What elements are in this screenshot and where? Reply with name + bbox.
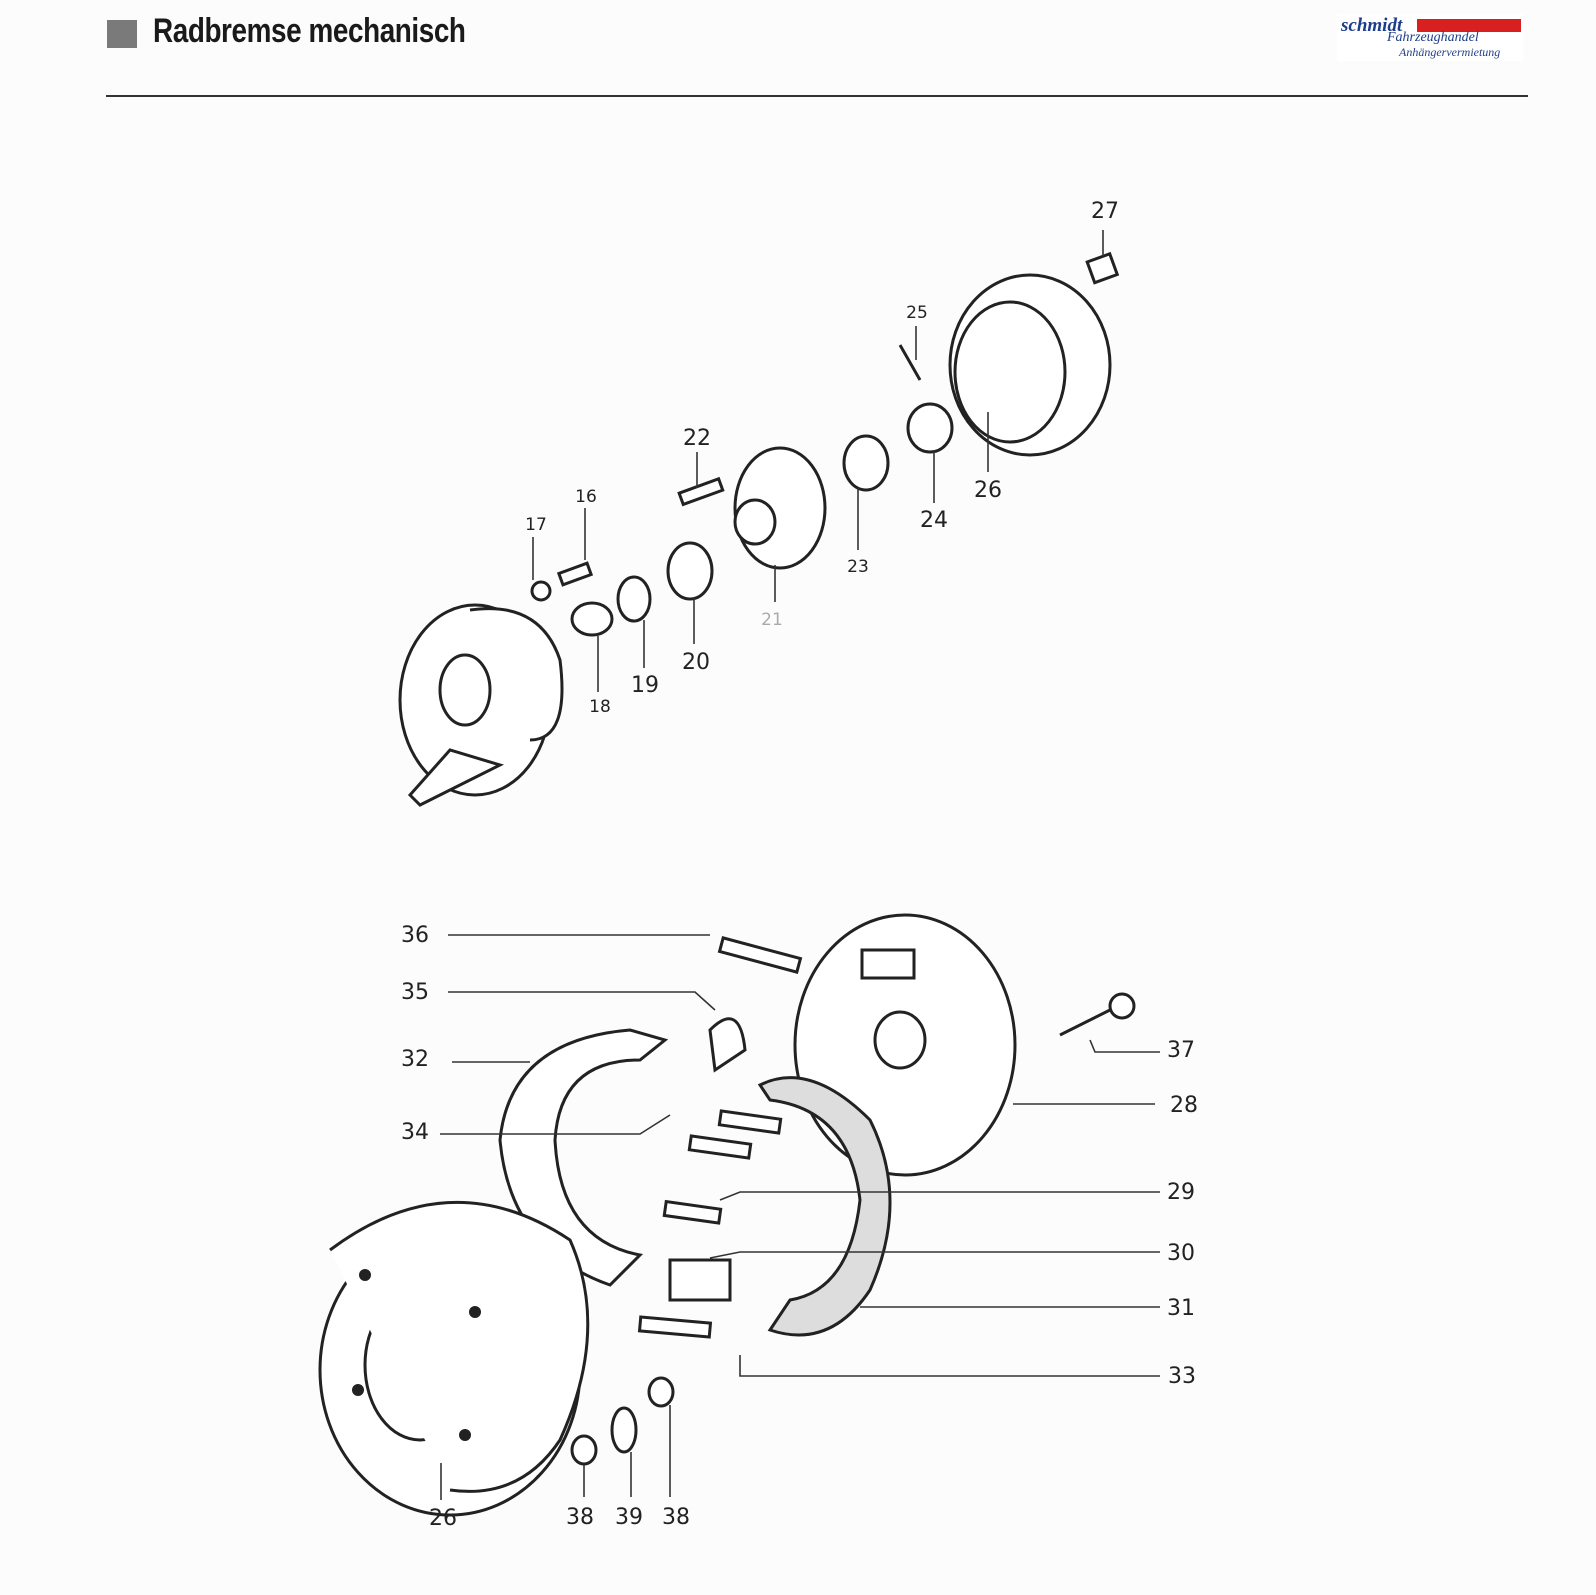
part-label: 28 <box>1170 1093 1198 1118</box>
part-label: 26 <box>429 1506 457 1531</box>
part-label: 37 <box>1167 1038 1195 1063</box>
page-title: Radbremse mechanisch <box>153 12 466 50</box>
part-label: 31 <box>1167 1296 1195 1321</box>
part-label: 16 <box>575 487 597 507</box>
header-divider <box>106 95 1528 97</box>
top-assembly: 27 25 22 16 17 26 24 23 21 20 19 18 <box>398 199 1120 807</box>
part-label: 39 <box>615 1505 643 1530</box>
part-label: 23 <box>847 557 869 577</box>
part-label: 29 <box>1167 1180 1195 1205</box>
part-label: 17 <box>525 515 547 535</box>
title-marker <box>107 20 137 48</box>
part-label: 33 <box>1168 1364 1196 1389</box>
part-label: 26 <box>974 478 1002 503</box>
part-label: 20 <box>682 650 710 675</box>
part-label: 27 <box>1091 199 1119 224</box>
part-label: 38 <box>566 1505 594 1530</box>
part-label: 19 <box>631 673 659 698</box>
part-label: 34 <box>401 1120 429 1145</box>
part-label: 32 <box>401 1047 429 1072</box>
company-logo: schmidt Fahrzeughandel Anhängervermietun… <box>1337 14 1523 61</box>
part-label: 38 <box>662 1505 690 1530</box>
backing-plate-drawing <box>398 603 564 807</box>
part-label: 36 <box>401 923 429 948</box>
part-label: 21 <box>761 610 783 630</box>
part-label: 25 <box>906 303 928 323</box>
part-label: 22 <box>683 426 711 451</box>
part-label: 30 <box>1167 1241 1195 1266</box>
part-label: 24 <box>920 508 948 533</box>
bottom-assembly: 36 35 32 34 37 28 29 30 31 33 26 38 39 3… <box>318 913 1198 1531</box>
part-label: 18 <box>589 697 611 717</box>
part-label: 35 <box>401 980 429 1005</box>
